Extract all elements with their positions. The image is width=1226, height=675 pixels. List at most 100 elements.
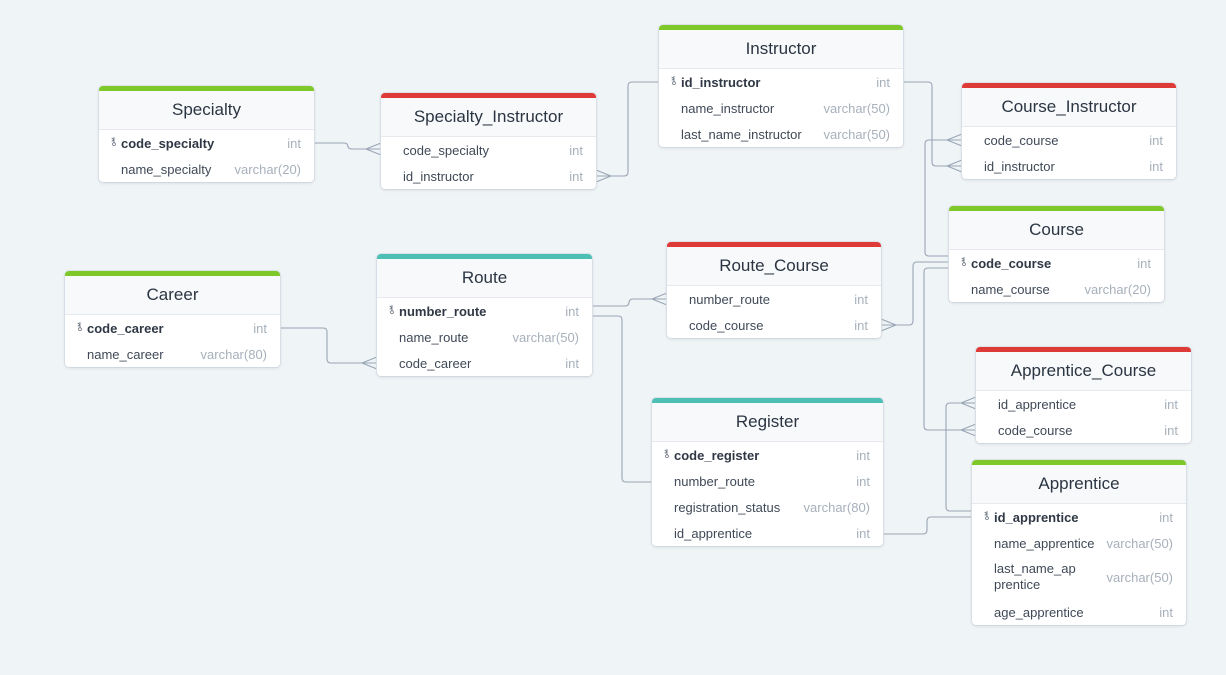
crowfoot: [946, 159, 963, 173]
field-name: number_route: [399, 304, 487, 319]
field-row[interactable]: name_route varchar(50): [377, 324, 592, 350]
field-name: code_specialty: [403, 143, 489, 158]
field-row[interactable]: code_specialty int: [381, 137, 596, 163]
field-row[interactable]: age_apprentice int: [972, 599, 1186, 625]
field-row[interactable]: registration_status varchar(80): [652, 494, 883, 520]
field-type: varchar(50): [1106, 536, 1173, 551]
field-type: int: [565, 304, 579, 319]
table-title[interactable]: Route: [377, 259, 592, 298]
crowfoot: [595, 169, 612, 183]
field-name: id_instructor: [403, 169, 474, 184]
field-type: varchar(20): [234, 162, 301, 177]
field-name: code_career: [87, 321, 164, 336]
table-title[interactable]: Course_Instructor: [962, 88, 1176, 127]
field-name: registration_status: [674, 500, 781, 515]
crowfoot: [361, 356, 378, 370]
rel-route-route-course: [592, 298, 667, 307]
field-name: last_name_instructor: [681, 127, 802, 142]
field-type: int: [856, 448, 870, 463]
field-type: int: [856, 526, 870, 541]
field-type: int: [1159, 605, 1173, 620]
field-type: int: [1164, 397, 1178, 412]
field-type: int: [856, 474, 870, 489]
field-type: varchar(80): [200, 347, 267, 362]
field-type: int: [287, 136, 301, 151]
table-color-bar: [949, 206, 1164, 211]
table-title[interactable]: Specialty: [99, 91, 314, 130]
rel-course-route-course: [881, 261, 949, 326]
field-name: number_route: [674, 474, 755, 489]
field-row[interactable]: name_course varchar(20): [949, 276, 1164, 302]
field-name: name_career: [87, 347, 164, 362]
field-name: number_route: [689, 292, 770, 307]
field-type: varchar(50): [512, 330, 579, 345]
field-name: name_route: [399, 330, 469, 345]
field-type: int: [1159, 510, 1173, 525]
field-name: age_apprentice: [994, 605, 1084, 620]
table-title[interactable]: Career: [65, 276, 280, 315]
field-name: code_course: [689, 318, 764, 333]
table-title[interactable]: Register: [652, 403, 883, 442]
crowfoot: [880, 318, 897, 332]
table-title[interactable]: Course: [949, 211, 1164, 250]
table-color-bar: [65, 271, 280, 276]
field-name: id_apprentice: [994, 510, 1079, 525]
field-name: code_course: [984, 133, 1059, 148]
table-color-bar: [99, 86, 314, 91]
field-name: code_career: [399, 356, 472, 371]
primary-key-icon: ⚷: [109, 135, 118, 148]
table-title[interactable]: Apprentice_Course: [976, 352, 1191, 391]
table-title[interactable]: Instructor: [659, 30, 903, 69]
field-name: name_apprentice: [994, 536, 1095, 551]
table-title[interactable]: Specialty_Instructor: [381, 98, 596, 137]
field-row[interactable]: name_career varchar(80): [65, 341, 280, 367]
field-row[interactable]: number_route int: [652, 468, 883, 494]
table-color-bar: [972, 460, 1186, 465]
primary-key-icon: ⚷: [982, 509, 991, 522]
field-row[interactable]: name_apprentice varchar(50): [972, 530, 1186, 556]
field-row[interactable]: id_instructor int: [381, 163, 596, 189]
field-type: int: [569, 169, 583, 184]
crowfoot: [960, 423, 977, 437]
table-color-bar: [381, 93, 596, 98]
table-title[interactable]: Route_Course: [667, 247, 881, 286]
field-type: varchar(50): [823, 101, 890, 116]
field-name: last_name_apprentice: [994, 561, 1076, 592]
field-name: name_course: [971, 282, 1050, 297]
field-type: int: [1164, 423, 1178, 438]
table-title[interactable]: Apprentice: [972, 465, 1186, 504]
field-type: varchar(80): [803, 500, 870, 515]
field-row[interactable]: ⚷id_apprentice int: [972, 504, 1186, 530]
field-type: int: [569, 143, 583, 158]
field-type: varchar(20): [1084, 282, 1151, 297]
